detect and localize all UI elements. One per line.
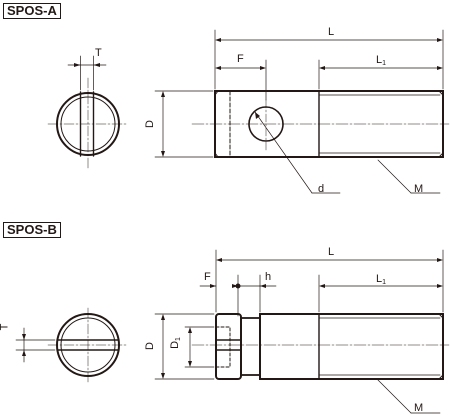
spos-a-label-d-hole: d: [318, 183, 325, 195]
spos-b-t-dimension: [15, 327, 56, 363]
spos-a-end-view: [47, 77, 129, 171]
spos-a-t-arrows: [74, 63, 100, 67]
spos-a-label-m: M: [414, 183, 424, 195]
spos-b-label-f: F: [204, 271, 211, 283]
spos-b-dimensions: [154, 249, 444, 414]
spos-a-label-l1-main: L: [376, 54, 383, 66]
spos-b-label-t: T: [0, 324, 10, 331]
spos-b-label-l1-main: L: [376, 273, 383, 285]
spos-a-label-d-major: D: [143, 120, 156, 128]
spos-b-arrowheads: [161, 258, 443, 379]
spos-b-label-d1-sub: 1: [174, 337, 182, 341]
spos-b-label-d-major: D: [143, 342, 156, 350]
spos-a-t-dimension: [67, 55, 107, 91]
spos-b-label-l1: L1: [376, 273, 386, 287]
spos-a-label-t: T: [95, 47, 102, 59]
spos-a-side-view: [191, 90, 450, 158]
spos-a-label-l1-sub: 1: [382, 60, 387, 67]
spos-a-label-f: F: [237, 53, 244, 65]
spos-b-label-l1-sub: 1: [382, 279, 387, 286]
spos-b-label-l: L: [328, 246, 335, 258]
spos-b-tag: SPOS-B: [3, 222, 61, 238]
spos-a-label-l1: L1: [376, 54, 386, 68]
spos-b-label-d1-main: D: [168, 340, 181, 349]
spos-a-label-l: L: [328, 26, 335, 38]
spos-a-tag: SPOS-A: [3, 3, 61, 19]
spos-a-arrowheads: [161, 38, 443, 157]
spos-b-label-d1: D1: [169, 337, 183, 349]
spos-b-t-arrows: [22, 334, 26, 356]
spos-b-end-view: [47, 307, 129, 384]
spos-a-dimensions: [154, 29, 444, 194]
spos-b-label-h: h: [265, 271, 272, 283]
spos-b-side-view: [191, 313, 450, 380]
spos-b-label-m: M: [414, 402, 424, 414]
